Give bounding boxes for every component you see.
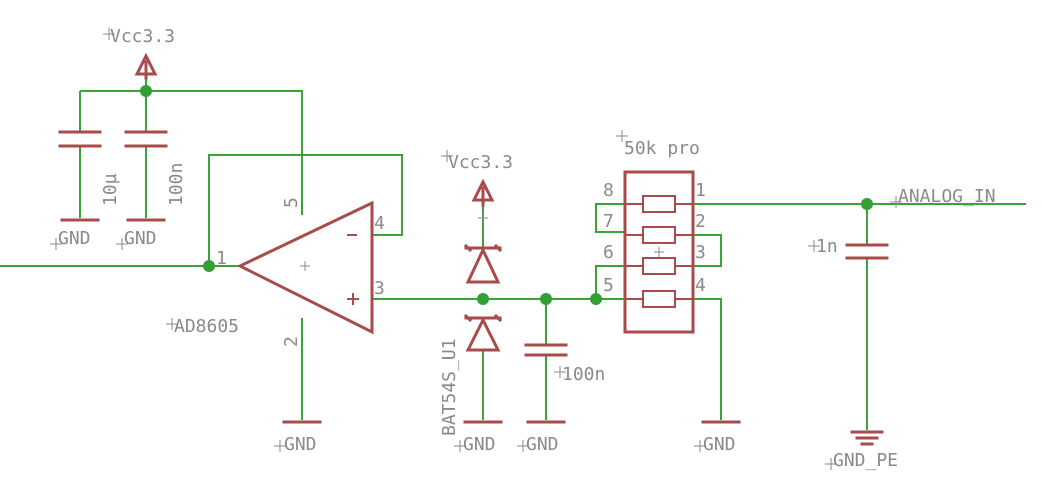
opamp-pin-5: 5 (281, 197, 302, 208)
label-origin-marks (50, 28, 902, 470)
diode-part-label: BAT54S_U1 (439, 338, 460, 436)
junction-vcc (140, 85, 152, 97)
diode-lower-triangle (465, 316, 501, 352)
pot-pin-3: 3 (695, 242, 706, 263)
junctions (140, 85, 873, 305)
pot-array-50k (623, 170, 695, 334)
text-labels: Vcc3.3 Vcc3.3 10µ 100n GND GND AD8605 GN… (58, 26, 996, 471)
pot-pin-2: 2 (695, 211, 706, 232)
vcc-rail-wire (80, 90, 303, 215)
cap-100n-bottom-label: 100n (562, 364, 605, 385)
vcc-symbol-diode (471, 178, 495, 207)
diode-bat54s (463, 213, 503, 352)
capacitor-1n (845, 243, 889, 260)
gnd-pe-label: GND_PE (833, 450, 898, 471)
pot-pin-numbers: 1 2 3 4 5 6 7 8 (603, 180, 706, 296)
pot-pin-8: 8 (603, 180, 614, 201)
gnd-pot-label: GND (703, 434, 736, 455)
pot-bridge-2-3 (693, 234, 722, 267)
opamp-origin-mark (300, 261, 310, 271)
gnd-cap3-label: GND (526, 434, 559, 455)
pot-pin-4: 4 (695, 275, 706, 296)
vcc-diode-label: Vcc3.3 (448, 152, 513, 173)
junction-diode (477, 293, 489, 305)
diode-upper-triangle (465, 246, 501, 284)
junction-cap (540, 293, 552, 305)
vcc-symbol-top (134, 52, 158, 80)
opamp-ad8605 (236, 200, 374, 335)
pot-bridge-8-7 (595, 203, 625, 233)
gnd-pe-symbol (850, 430, 884, 446)
pot-pin-7: 7 (603, 211, 614, 232)
pot-origin-mark (654, 247, 664, 257)
capacitor-10u (58, 130, 102, 148)
cap-100n-top-label: 100n (166, 163, 187, 206)
wires (0, 78, 1026, 430)
cap-10u-label: 10µ (100, 173, 121, 206)
pot-pin-6: 6 (603, 242, 614, 263)
opamp-plus-mark (347, 293, 359, 305)
opamp-pin-4: 4 (374, 213, 385, 234)
gnd-diode-label: GND (463, 434, 496, 455)
opamp-pin-3: 3 (374, 278, 385, 299)
pot-resistor-3 (642, 257, 676, 275)
pot-pin-5: 5 (603, 275, 614, 296)
opamp-part-label: AD8605 (174, 316, 239, 337)
vcc-top-label: Vcc3.3 (110, 26, 175, 47)
pot-resistor-1 (642, 195, 676, 213)
capacitor-100n-bottom (524, 343, 568, 357)
junction-analog-in (861, 198, 873, 210)
pot-resistor-2 (642, 226, 676, 244)
gnd-cap1-label: GND (58, 228, 91, 249)
junction-opamp-out (203, 260, 215, 272)
pot-part-label: 50k pro (624, 138, 700, 159)
junction-pot (590, 293, 602, 305)
opamp-pin-1: 1 (216, 248, 227, 269)
diode-origin-mark (478, 213, 488, 223)
opamp-pin-2: 2 (281, 336, 302, 347)
pot-resistor-4 (642, 290, 676, 308)
pot-body (623, 170, 695, 334)
pot-bridge-6-5 (595, 265, 625, 299)
pot-gnd-wire (693, 298, 722, 420)
opamp-pin-numbers: 1 2 3 4 5 (216, 197, 385, 347)
cap-1n-label: 1n (816, 236, 838, 257)
feedback-wire (208, 154, 403, 266)
capacitor-100n-top (124, 130, 168, 148)
gnd-opamp-label: GND (284, 434, 317, 455)
pot-pin-1: 1 (695, 180, 706, 201)
gnd-symbols (60, 218, 884, 446)
analog-in-label: ANALOG_IN (898, 186, 996, 207)
gnd-cap2-label: GND (124, 228, 157, 249)
